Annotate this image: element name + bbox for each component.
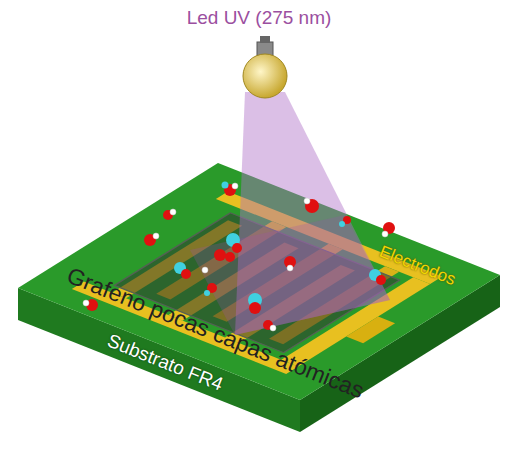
led-label: Led UV (275 nm): [187, 8, 332, 29]
uv-light-spot: [190, 215, 390, 335]
led-bulb: [243, 54, 287, 98]
led-cap: [260, 36, 270, 43]
